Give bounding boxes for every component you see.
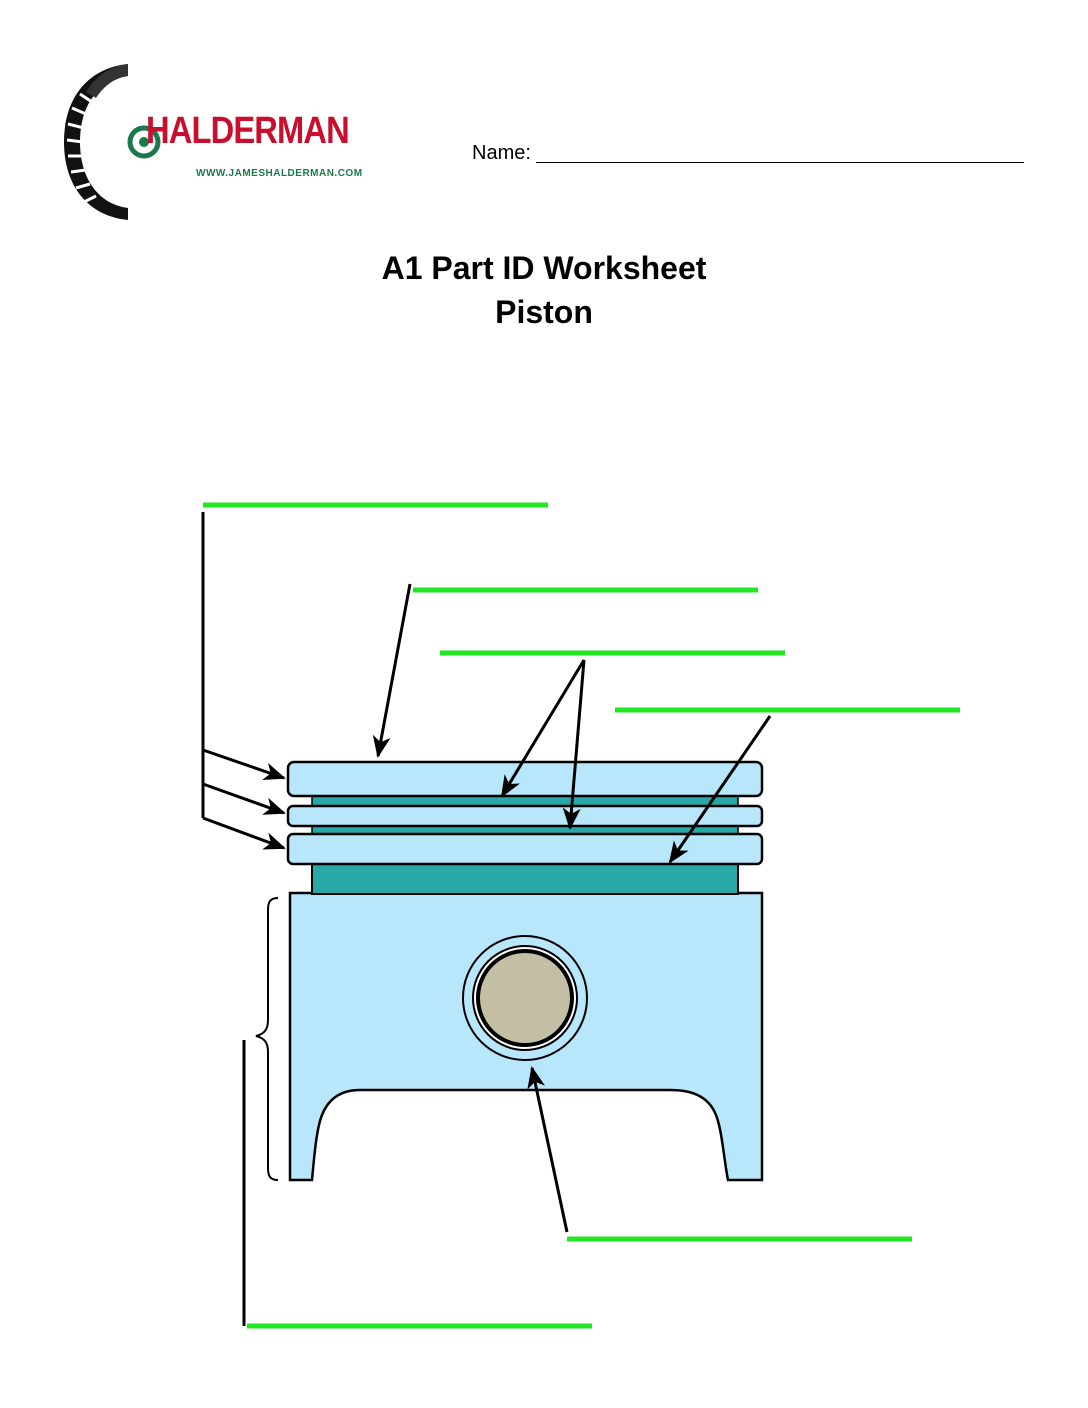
- name-field[interactable]: Name:: [472, 142, 1028, 168]
- logo-url: WWW.JAMESHALDERMAN.COM: [196, 168, 363, 179]
- halderman-logo: HALDERMAN WWW.JAMESHALDERMAN.COM: [58, 58, 368, 226]
- piston-ring-3: [286, 832, 764, 866]
- piston-pin: [462, 935, 588, 1061]
- tire-icon: [64, 64, 161, 220]
- logo-wordmark: HALDERMAN: [146, 110, 350, 152]
- answer-lines[interactable]: [203, 502, 960, 1329]
- title-line-2: Piston: [495, 294, 593, 330]
- name-underline[interactable]: [536, 162, 1024, 163]
- leader-lines: [201, 512, 772, 1233]
- skirt-brace: [255, 897, 279, 1181]
- worksheet-title: A1 Part ID Worksheet Piston: [0, 246, 1088, 334]
- groove-band: [311, 861, 739, 895]
- piston-ring-2: [286, 804, 764, 828]
- name-label: Name:: [472, 142, 531, 164]
- title-line-1: A1 Part ID Worksheet: [381, 250, 707, 286]
- piston-crown: [286, 760, 764, 798]
